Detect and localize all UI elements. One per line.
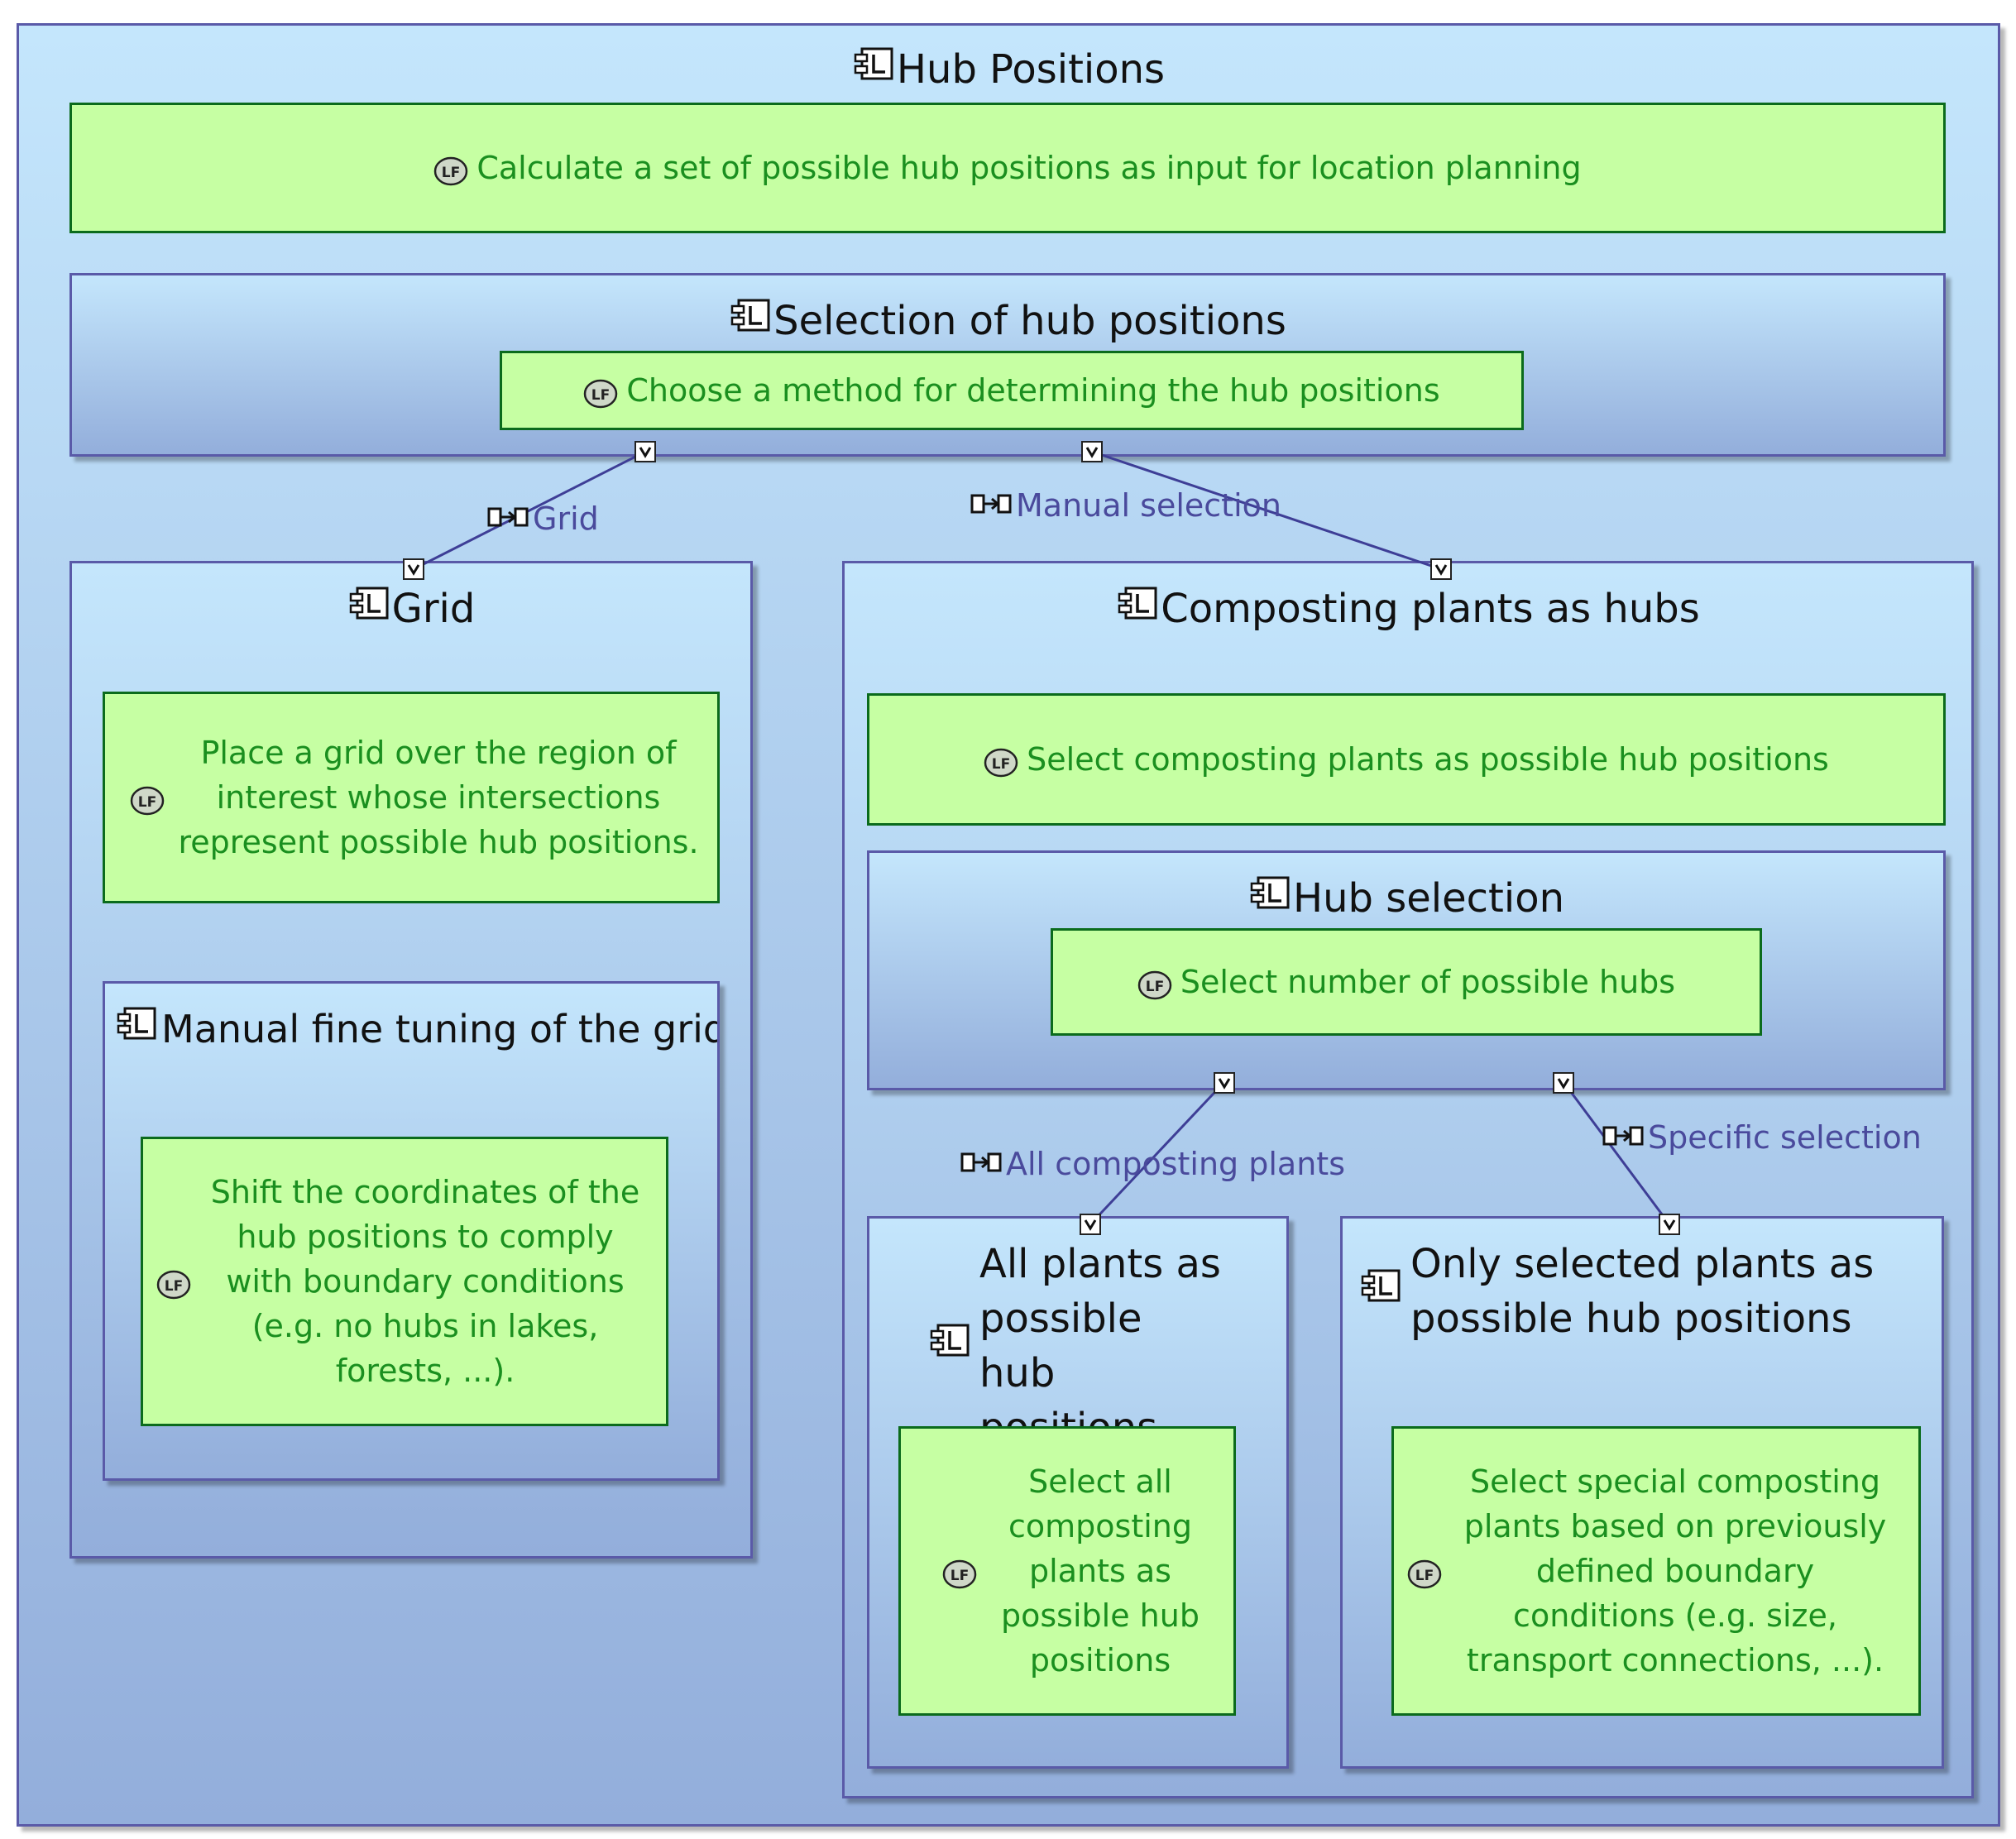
component-title: Grid (72, 582, 750, 636)
component-title-text: Hub selection (1293, 875, 1564, 922)
logical-component-icon (1248, 871, 1293, 926)
svg-text:LF: LF (442, 165, 460, 181)
function-select-special-plants[interactable]: LF Select special composting plants base… (1391, 1426, 1921, 1716)
port-icon[interactable] (1081, 441, 1103, 462)
exchange-label-all[interactable]: All composting plants (960, 1145, 1345, 1183)
logical-function-icon: LF (1407, 1556, 1442, 1589)
port-icon[interactable] (634, 441, 656, 462)
logical-function-icon: LF (1137, 967, 1172, 1000)
function-select-all-plants[interactable]: LF Select all composting plants as possi… (898, 1426, 1236, 1716)
port-icon[interactable] (1080, 1214, 1101, 1235)
function-select-number-of-hubs[interactable]: LF Select number of possible hubs (1051, 928, 1762, 1036)
logical-function-icon: LF (130, 783, 165, 816)
exchange-label-specific[interactable]: Specific selection (1602, 1118, 1922, 1157)
component-title: Hub selection (869, 871, 1943, 926)
component-title: Manual fine tuning of the grid (115, 1002, 717, 1056)
exchange-label-text: Grid (533, 500, 599, 537)
component-title-text: Only selected plants as possible hub pos… (1410, 1241, 1875, 1342)
exchange-label-text: Specific selection (1648, 1119, 1922, 1156)
function-label: Choose a method for determining the hub … (626, 372, 1440, 409)
component-title-text: Composting plants as hubs (1161, 586, 1700, 632)
function-place-grid[interactable]: LF Place a grid over the region of inter… (103, 692, 720, 903)
function-label: Select number of possible hubs (1180, 964, 1676, 1000)
logical-function-icon: LF (583, 376, 618, 409)
svg-text:LF: LF (992, 756, 1010, 773)
exchange-label-text: Manual selection (1016, 487, 1281, 524)
logical-component-icon (115, 1002, 160, 1056)
component-title: Selection of hub positions (72, 294, 1943, 348)
component-title-text: All plants as possible hub positions (979, 1241, 1221, 1451)
svg-text:LF: LF (951, 1568, 969, 1584)
svg-text:LF: LF (1146, 979, 1164, 995)
function-label: Select all composting plants as possible… (1001, 1463, 1200, 1679)
logical-component-icon (729, 294, 773, 348)
logical-component-icon (347, 582, 392, 636)
logical-function-icon: LF (942, 1556, 977, 1589)
exchange-label-grid[interactable]: Grid (486, 500, 599, 538)
component-title: Only selected plants as possible hub pos… (1343, 1237, 1942, 1346)
function-choose-method[interactable]: LF Choose a method for determining the h… (500, 351, 1524, 430)
function-label: Place a grid over the region of interest… (178, 735, 699, 860)
exchange-line-all (1089, 1080, 1226, 1226)
logical-function-icon: LF (433, 153, 468, 186)
port-icon[interactable] (1214, 1072, 1235, 1094)
port-icon[interactable] (1553, 1072, 1574, 1094)
exchange-line-specific (1562, 1081, 1671, 1225)
function-label: Shift the coordinates of the hub positio… (210, 1174, 640, 1389)
logical-function-icon: LF (156, 1267, 191, 1300)
function-label: Select composting plants as possible hub… (1027, 741, 1829, 778)
component-title: Hub Positions (19, 42, 1998, 97)
function-label: Select special composting plants based o… (1463, 1463, 1887, 1679)
logical-component-icon (1116, 582, 1161, 636)
component-exchange-icon (970, 486, 1013, 524)
svg-text:LF: LF (1415, 1568, 1434, 1584)
logical-component-icon (1359, 1264, 1404, 1319)
logical-component-icon (852, 42, 897, 97)
component-title: Composting plants as hubs (845, 582, 1971, 636)
port-icon[interactable] (1430, 558, 1452, 580)
logical-component-icon (928, 1319, 973, 1373)
component-title-text: Manual fine tuning of the grid (161, 1007, 720, 1051)
svg-text:LF: LF (138, 794, 156, 811)
component-title-text: Grid (391, 586, 476, 632)
svg-text:LF: LF (165, 1278, 183, 1295)
component-exchange-icon (1602, 1118, 1645, 1157)
component-title-text: Selection of hub positions (773, 298, 1286, 344)
function-label: Calculate a set of possible hub position… (476, 150, 1582, 186)
component-title-text: Hub Positions (896, 46, 1166, 93)
svg-text:LF: LF (591, 387, 610, 404)
function-select-composting-plants[interactable]: LF Select composting plants as possible … (867, 693, 1946, 826)
exchange-label-manual[interactable]: Manual selection (970, 486, 1281, 524)
exchange-label-text: All composting plants (1006, 1146, 1346, 1182)
component-title: All plants as possible hub positions (869, 1237, 1286, 1455)
exchange-line-grid (413, 450, 646, 571)
port-icon[interactable] (403, 558, 424, 580)
logical-function-icon: LF (984, 745, 1018, 778)
function-calculate-hub-positions[interactable]: LF Calculate a set of possible hub posit… (69, 103, 1946, 233)
port-icon[interactable] (1659, 1214, 1680, 1235)
exchange-line-manual (1091, 450, 1442, 571)
function-shift-coordinates[interactable]: LF Shift the coordinates of the hub posi… (141, 1137, 668, 1426)
component-exchange-icon (486, 500, 529, 538)
component-exchange-icon (960, 1145, 1003, 1183)
